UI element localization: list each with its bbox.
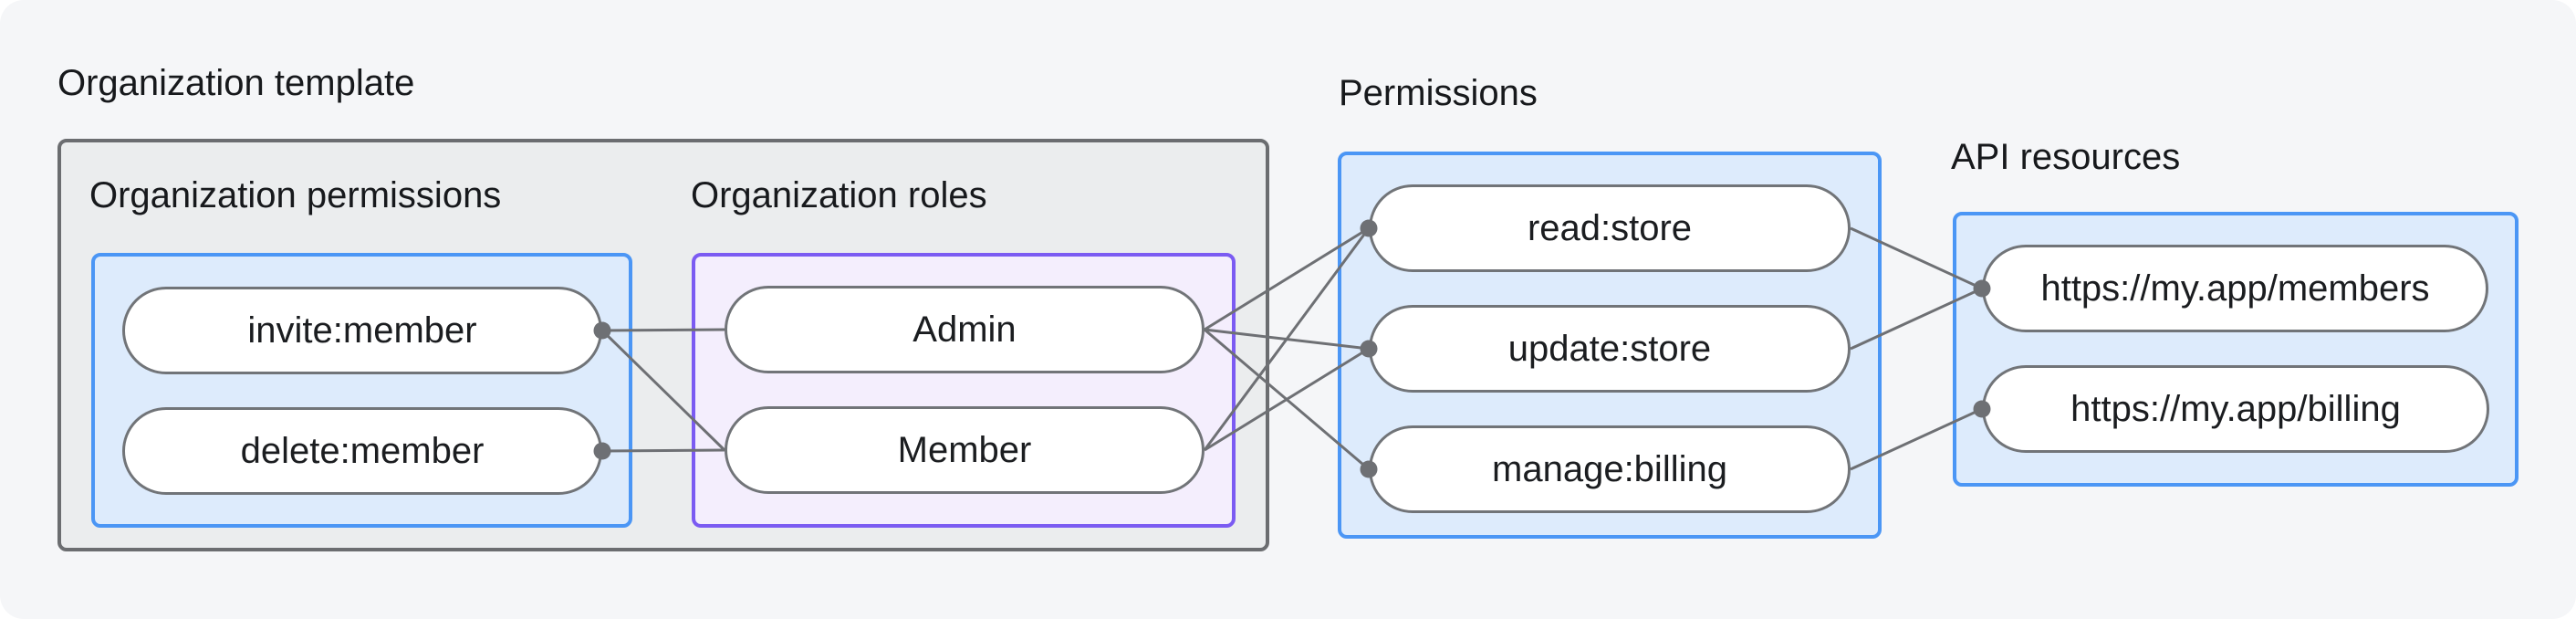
node-manage-billing: manage:billing <box>1369 425 1851 513</box>
api-resources-label: API resources <box>1951 137 2181 177</box>
node-members-url: https://my.app/members <box>1982 245 2488 332</box>
node-billing-url: https://my.app/billing <box>1982 365 2489 453</box>
node-delete-member: delete:member <box>122 407 602 495</box>
node-invite-member: invite:member <box>122 287 602 374</box>
node-update-store: update:store <box>1369 305 1851 393</box>
node-member: Member <box>725 406 1205 494</box>
organization-template-label: Organization template <box>57 63 415 103</box>
node-read-store: read:store <box>1369 184 1851 272</box>
permissions-label: Permissions <box>1339 73 1538 113</box>
node-admin: Admin <box>725 286 1205 373</box>
organization-roles-label: Organization roles <box>691 175 987 215</box>
organization-permissions-label: Organization permissions <box>89 175 502 215</box>
